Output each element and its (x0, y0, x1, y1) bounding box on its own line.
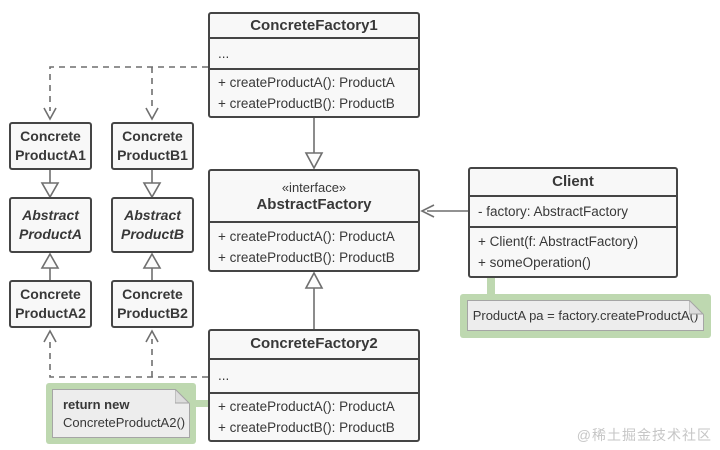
note-fold-icon (175, 389, 190, 404)
class-abstract-product-b: Abstract ProductB (111, 197, 194, 253)
class-fields: ... (210, 357, 418, 392)
fields-ellipsis: ... (218, 46, 230, 62)
method-row: + Client(f: AbstractFactory) (478, 234, 639, 249)
class-title-line: Abstract (124, 207, 181, 223)
method-row: + createProductB(): ProductB (218, 96, 395, 111)
class-abstract-product-a: Abstract ProductA (9, 197, 92, 253)
class-concrete-product-b2: Concrete ProductB2 (111, 280, 194, 328)
note-link-someoperation (487, 278, 495, 300)
dependency-arrow-factory2-producta2 (43, 329, 208, 378)
class-concrete-product-a1: Concrete ProductA1 (9, 122, 92, 170)
realization-arrow-producta1-abstractproducta (40, 170, 60, 199)
class-methods: + Client(f: AbstractFactory) + someOpera… (470, 226, 676, 276)
attribute-row: - factory: AbstractFactory (478, 204, 629, 219)
realization-arrow-factory1-abstractfactory (304, 118, 324, 170)
class-concrete-factory2: ConcreteFactory2 ... + createProductA():… (208, 329, 420, 442)
factory2-note-text: ConcreteProductA2() (63, 415, 186, 430)
note-link-createproducta (188, 400, 208, 407)
method-row: + createProductA(): ProductA (218, 228, 395, 244)
class-title: «interface» AbstractFactory (210, 171, 418, 221)
class-fields: ... (210, 37, 418, 68)
method-row: + someOperation() (478, 255, 591, 270)
factory2-note: return new ConcreteProductA2() (52, 389, 190, 438)
association-arrow-client-abstractfactory (420, 204, 468, 218)
class-title-line: Concrete (20, 128, 81, 144)
class-methods: + createProductA(): ProductA + createPro… (210, 392, 418, 440)
realization-arrow-factory2-abstractfactory (304, 271, 324, 329)
dependency-arrow-factory1-productb1 (145, 67, 159, 121)
method-row: + createProductB(): ProductB (218, 420, 395, 435)
realization-arrow-productb2-abstractproductb (142, 252, 162, 280)
client-note: ProductA pa = factory.createProductA() (467, 300, 704, 331)
class-title-line: Concrete (122, 128, 183, 144)
class-concrete-product-b1: Concrete ProductB1 (111, 122, 194, 170)
class-title-line: ProductA (19, 226, 82, 242)
client-note-text: ProductA pa = factory.createProductA() (472, 308, 699, 323)
class-title-line: Concrete (122, 286, 183, 302)
class-title-line: ProductB (121, 226, 184, 242)
class-abstract-factory: «interface» AbstractFactory + createProd… (208, 169, 420, 272)
class-title: ConcreteFactory2 (250, 335, 378, 353)
class-title-line: ProductB2 (117, 305, 188, 321)
method-row: + createProductA(): ProductA (218, 399, 395, 414)
note-fold-icon (689, 300, 704, 315)
method-row: + createProductA(): ProductA (218, 75, 395, 90)
class-attributes: - factory: AbstractFactory (470, 195, 676, 226)
realization-arrow-productb1-abstractproductb (142, 170, 162, 199)
dependency-arrow-factory1-producta1 (43, 66, 208, 121)
class-concrete-product-a2: Concrete ProductA2 (9, 280, 92, 328)
class-title-line: ProductA1 (15, 147, 86, 163)
class-methods: + createProductA(): ProductA + createPro… (210, 68, 418, 116)
class-title-line: Abstract (22, 207, 79, 223)
realization-arrow-producta2-abstractproducta (40, 252, 60, 280)
interface-stereotype: «interface» (281, 179, 347, 195)
class-title-line: ProductA2 (15, 305, 86, 321)
method-row: + createProductB(): ProductB (218, 249, 395, 265)
class-title-text: AbstractFactory (256, 195, 372, 213)
class-title: ConcreteFactory1 (250, 16, 378, 34)
dependency-arrow-factory2-productb2 (145, 329, 159, 377)
class-client: Client - factory: AbstractFactory + Clie… (468, 167, 678, 278)
class-title-line: ProductB1 (117, 147, 188, 163)
watermark-text: @稀土掘金技术社区 (576, 427, 712, 443)
class-concrete-factory1: ConcreteFactory1 ... + createProductA():… (208, 12, 420, 118)
class-methods: + createProductA(): ProductA + createPro… (210, 221, 418, 270)
class-title-line: Concrete (20, 286, 81, 302)
factory2-note-text-bold: return new (63, 397, 130, 412)
class-title: Client (552, 173, 594, 190)
fields-ellipsis: ... (218, 368, 230, 384)
